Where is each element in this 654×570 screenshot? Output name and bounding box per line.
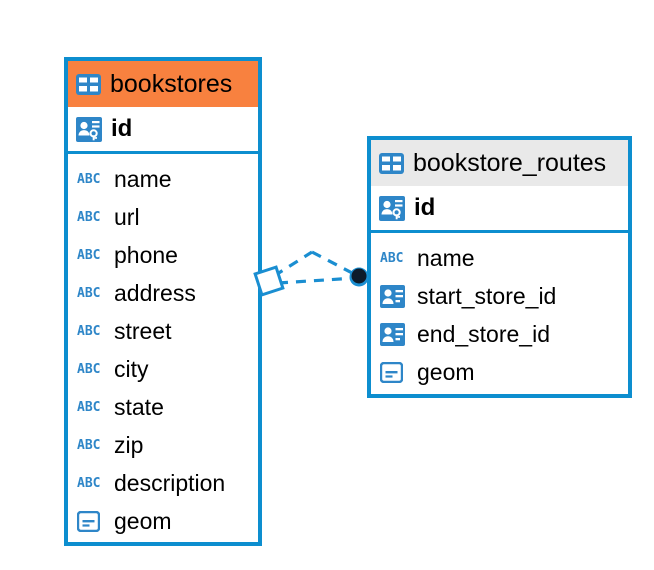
field-row-address[interactable]: ABC address — [68, 274, 258, 312]
abc-icon: ABC — [77, 171, 101, 187]
field-label-phone: phone — [114, 241, 178, 268]
entity-bookstores-field-list: ABC name ABC url ABC phone ABC address A… — [68, 154, 258, 546]
field-label-end-store-id: end_store_id — [417, 320, 550, 347]
field-row-geom[interactable]: geom — [371, 353, 628, 391]
field-row-city[interactable]: ABC city — [68, 350, 258, 388]
primary-key-icon — [379, 195, 405, 221]
field-label-address: address — [114, 279, 196, 306]
field-row-name[interactable]: ABC name — [371, 239, 628, 277]
foreign-key-icon — [380, 284, 408, 308]
field-label-state: state — [114, 393, 164, 420]
abc-icon: ABC — [380, 250, 404, 266]
field-label-geom: geom — [114, 507, 172, 534]
field-row-url[interactable]: ABC url — [68, 198, 258, 236]
abc-icon: ABC — [77, 323, 101, 339]
field-label-start-store-id: start_store_id — [417, 282, 557, 309]
abc-icon: ABC — [77, 437, 101, 453]
entity-bookstores-primary-key-row[interactable]: id — [68, 107, 258, 154]
entity-bookstore-routes-field-list: ABC name start_store_id — [371, 233, 628, 397]
field-row-street[interactable]: ABC street — [68, 312, 258, 350]
geometry-icon — [77, 510, 105, 532]
abc-icon: ABC — [77, 361, 101, 377]
primary-key-icon — [76, 116, 102, 142]
field-row-name[interactable]: ABC name — [68, 160, 258, 198]
abc-icon: ABC — [77, 285, 101, 301]
entity-bookstores-primary-key-label: id — [111, 115, 133, 142]
field-row-zip[interactable]: ABC zip — [68, 426, 258, 464]
table-icon — [76, 73, 101, 95]
field-row-phone[interactable]: ABC phone — [68, 236, 258, 274]
geometry-icon — [380, 361, 408, 383]
relationship-line-lower — [277, 276, 357, 285]
field-label-name: name — [417, 244, 475, 271]
table-icon — [379, 152, 404, 174]
field-row-geom[interactable]: geom — [68, 502, 258, 540]
entity-bookstore-routes-header[interactable]: bookstore_routes — [371, 140, 628, 186]
filled-circle-marker — [349, 267, 369, 287]
relationship-dashed-lines — [273, 250, 357, 285]
entity-bookstore-routes-primary-key-label: id — [414, 194, 436, 221]
entity-bookstores-title: bookstores — [110, 69, 233, 98]
abc-icon: ABC — [77, 209, 101, 225]
entity-bookstore-routes-title: bookstore_routes — [413, 148, 607, 177]
entity-bookstore-routes[interactable]: bookstore_routes id ABC name — [367, 136, 632, 398]
entity-bookstores[interactable]: bookstores id ABC name — [64, 57, 262, 546]
abc-icon: ABC — [77, 475, 101, 491]
field-label-name: name — [114, 165, 172, 192]
field-row-start-store-id[interactable]: start_store_id — [371, 277, 628, 315]
entity-bookstores-header[interactable]: bookstores — [68, 61, 258, 107]
field-label-zip: zip — [114, 431, 144, 458]
field-label-city: city — [114, 355, 149, 382]
field-label-geom: geom — [417, 358, 475, 385]
field-row-state[interactable]: ABC state — [68, 388, 258, 426]
foreign-key-icon — [380, 322, 408, 346]
field-label-street: street — [114, 317, 172, 344]
relationship-connector[interactable] — [252, 238, 382, 308]
abc-icon: ABC — [77, 399, 101, 415]
field-row-end-store-id[interactable]: end_store_id — [371, 315, 628, 353]
entity-bookstore-routes-primary-key-row[interactable]: id — [371, 186, 628, 233]
field-label-url: url — [114, 203, 140, 230]
relationship-line-upper-left — [273, 250, 313, 278]
field-row-description[interactable]: ABC description — [68, 464, 258, 502]
relationship-line-upper-right — [311, 250, 357, 277]
abc-icon: ABC — [77, 247, 101, 263]
field-label-description: description — [114, 469, 226, 496]
